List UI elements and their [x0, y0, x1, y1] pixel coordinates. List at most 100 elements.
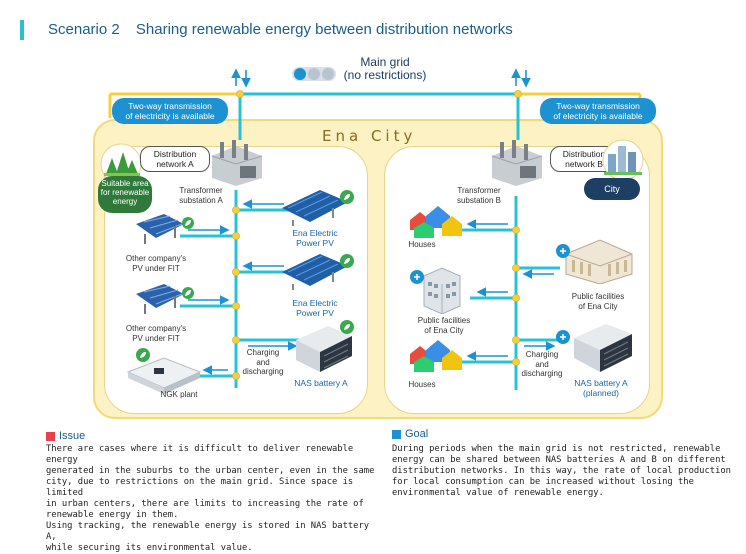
transformer-b-line2: substation B — [456, 195, 502, 205]
network-b-line1: Distribution — [562, 149, 606, 159]
transformer-a-label: Transformer substation A — [166, 186, 236, 205]
public-facilities-2-label: Public facilities of Ena City — [558, 292, 638, 311]
transformer-b-line1: Transformer — [457, 186, 501, 195]
transformer-substation-b-icon — [486, 140, 548, 191]
scenario-label: Scenario 2 — [48, 21, 120, 38]
suitable-area-label: Suitable area for renewable energy — [98, 176, 152, 213]
public-facility-building-icon — [420, 262, 464, 319]
public-facilities-1-label: Public facilities of Ena City — [404, 316, 484, 335]
issue-line: while securing its environmental value. — [46, 543, 253, 553]
bubble-right-line2: of electricity is available — [553, 111, 643, 121]
issue-line: in urban centers, there are limits to in… — [46, 499, 364, 509]
suitable-line2: for renewable — [100, 188, 150, 197]
goal-line: energy can be shared between NAS batteri… — [392, 455, 726, 465]
houses-1-label: Houses — [408, 240, 436, 249]
other-pv-2-line2: PV under FIT — [132, 333, 180, 343]
issue-marker — [46, 431, 55, 441]
network-b-line2: network B — [565, 159, 603, 169]
leaf-icon-4 — [182, 286, 194, 304]
other-pv-1-label: Other company's PV under FIT — [116, 254, 196, 273]
public-1-line2: of Ena City — [424, 325, 464, 335]
charging-b-line3: discharging — [521, 369, 563, 378]
trees-icon — [98, 140, 144, 185]
two-way-transmission-bubble-right: Two-way transmission of electricity is a… — [540, 98, 656, 124]
bubble-left-line2: of electricity is available — [125, 111, 215, 121]
other-pv-2-label: Other company's PV under FIT — [116, 324, 196, 343]
goal-heading-text: Goal — [405, 428, 429, 440]
houses-1-icon — [406, 202, 470, 247]
leaf-icon-6 — [136, 348, 150, 367]
leaf-icon-3 — [182, 216, 194, 234]
nas-battery-b-label: NAS battery A (planned) — [562, 378, 640, 398]
ena-pv-2-line1: Ena Electric — [292, 298, 338, 308]
ena-pv-1-label: Ena Electric Power PV — [280, 228, 350, 248]
ngk-plant-label: NGK plant — [160, 390, 198, 399]
title-accent-bar — [20, 20, 24, 40]
issue-heading: Issue — [46, 430, 85, 442]
goal-heading: Goal — [392, 428, 428, 440]
scenario-title: Sharing renewable energy between distrib… — [135, 21, 513, 38]
nas-battery-a-icon — [294, 322, 354, 379]
city-label: City — [584, 178, 640, 200]
link-icon-2 — [556, 244, 570, 263]
suitable-line1: Suitable area — [101, 179, 149, 188]
ena-pv-1-line2: Power PV — [296, 238, 334, 248]
ena-pv-2-icon — [282, 252, 348, 297]
leaf-icon-2 — [340, 254, 354, 273]
grid-dots-icon — [292, 67, 336, 81]
main-grid-icon — [292, 66, 336, 82]
transformer-a-line2: substation A — [179, 195, 223, 205]
goal-line: environmental value of renewable energy. — [392, 488, 604, 498]
charging-b-line2: and — [535, 359, 549, 369]
ena-pv-1-line1: Ena Electric — [292, 228, 338, 238]
public-2-line2: of Ena City — [578, 301, 618, 311]
nas-battery-b-line2: (planned) — [583, 388, 619, 398]
issue-text: There are cases where it is difficult to… — [46, 444, 376, 554]
suitable-line3: energy — [112, 197, 138, 206]
goal-marker — [392, 429, 401, 439]
issue-line: city, due to restrictions on the main gr… — [46, 477, 354, 498]
goal-line: for local consumption can be increased w… — [392, 477, 694, 487]
other-pv-2-icon — [134, 282, 186, 323]
main-grid-label: Main grid (no restrictions) — [330, 56, 440, 82]
issue-line: renewable energy in them. — [46, 510, 179, 520]
public-facility-hall-icon — [562, 234, 636, 289]
goal-line: During periods when the main grid is not… — [392, 444, 721, 454]
ena-pv-2-label: Ena Electric Power PV — [280, 298, 350, 318]
transformer-b-label: Transformer substation B — [444, 186, 514, 205]
page-title: Scenario 2 Sharing renewable energy betw… — [48, 21, 513, 38]
transformer-substation-a-icon — [206, 140, 268, 191]
goal-line: distribution networks. In this way, the … — [392, 466, 731, 476]
issue-line: generated in the suburbs to the urban ce… — [46, 466, 375, 476]
ena-pv-1-icon — [282, 188, 348, 233]
nas-battery-b-icon — [572, 320, 634, 379]
network-a-line1: Distribution — [153, 149, 197, 159]
two-way-transmission-bubble-left: Two-way transmission of electricity is a… — [112, 98, 228, 124]
other-pv-2-line1: Other company's — [125, 324, 187, 333]
nas-battery-a-label: NAS battery A — [294, 378, 348, 388]
ena-pv-2-line2: Power PV — [296, 308, 334, 318]
bubble-right-line1: Two-way transmission — [556, 101, 640, 111]
goal-text: During periods when the main grid is not… — [392, 444, 732, 499]
charging-b-label: Charging and discharging — [514, 350, 570, 379]
main-grid-line2: (no restrictions) — [343, 68, 427, 82]
leaf-icon-5 — [340, 320, 354, 339]
leaf-icon-1 — [340, 190, 354, 209]
issue-heading-text: Issue — [59, 430, 86, 442]
nas-battery-b-line1: NAS battery A — [574, 378, 628, 388]
houses-2-label: Houses — [408, 380, 436, 389]
main-grid-line1: Main grid — [360, 55, 410, 69]
other-pv-1-icon — [134, 212, 186, 253]
link-icon-3 — [556, 330, 570, 349]
distribution-network-a-label: Distribution network A — [140, 146, 210, 172]
charging-a-line3: discharging — [242, 367, 284, 376]
other-pv-1-line1: Other company's — [125, 254, 187, 263]
houses-2-icon — [406, 336, 470, 381]
network-a-line2: network A — [156, 159, 194, 169]
charging-b-line1: Charging — [525, 350, 559, 359]
public-1-line1: Public facilities — [417, 316, 471, 325]
ngk-plant-icon — [124, 350, 204, 399]
issue-line: There are cases where it is difficult to… — [46, 444, 354, 465]
charging-a-label: Charging and discharging — [236, 348, 290, 377]
transformer-a-line1: Transformer — [179, 186, 223, 195]
